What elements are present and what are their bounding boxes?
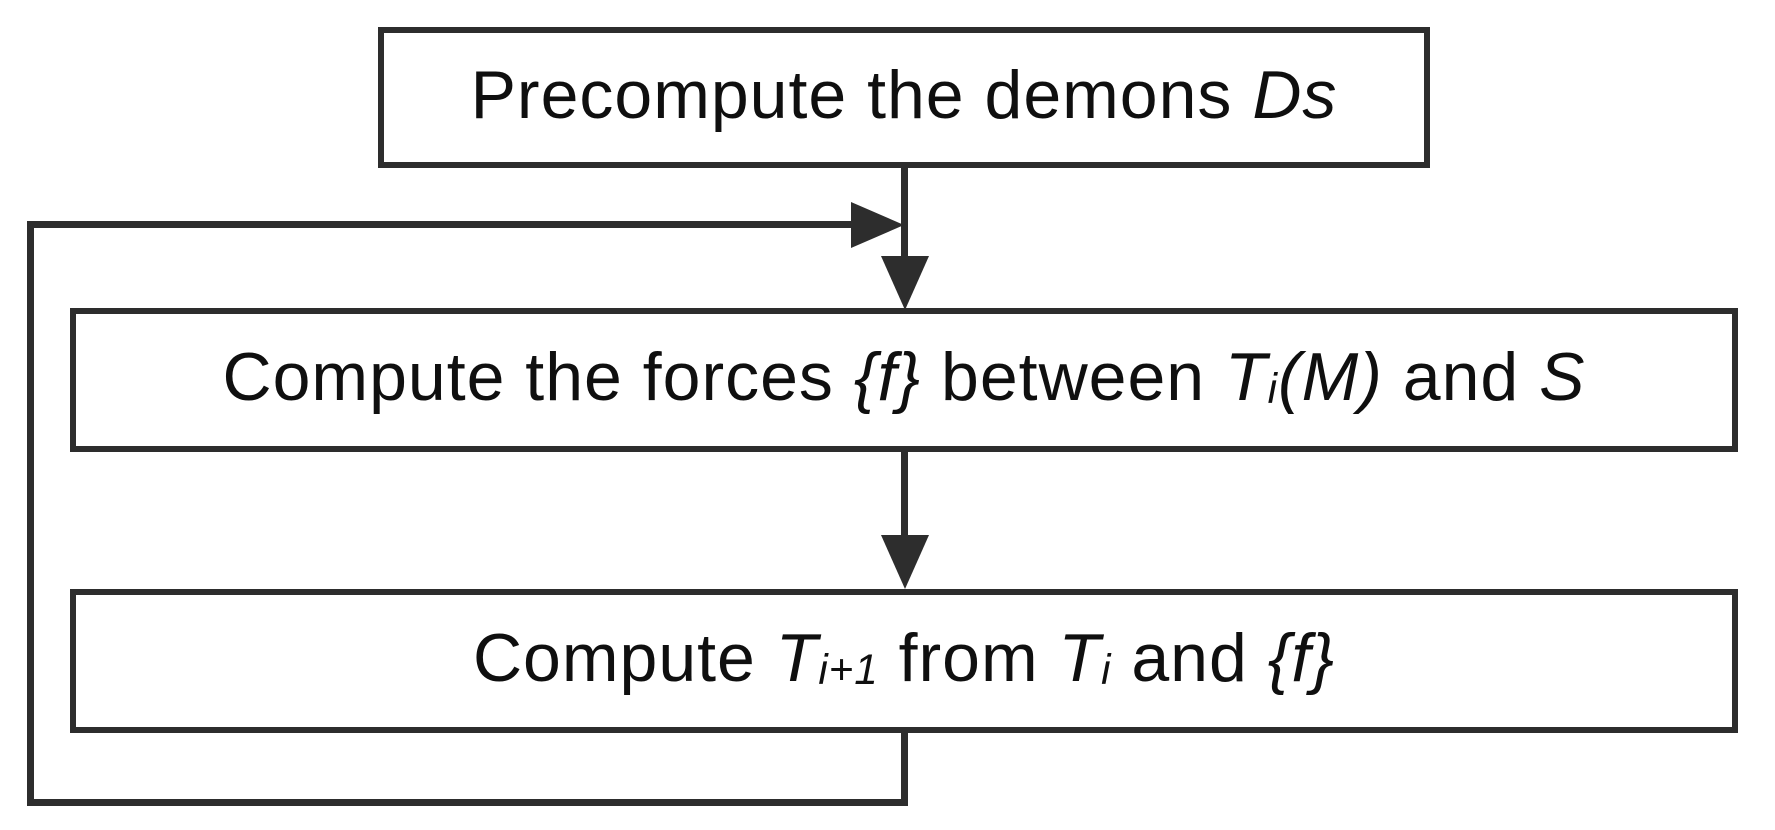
node-precompute-demons: Precompute the demons Ds: [378, 27, 1430, 168]
edge-precompute-to-forces-line: [901, 168, 908, 263]
loop-arrowhead-right-icon: [851, 202, 904, 248]
loop-right-line: [901, 733, 908, 806]
loop-top-line: [27, 221, 855, 228]
node-compute-transformation-label: Compute Ti+1 from Ti and {f}: [472, 620, 1336, 696]
node-compute-forces: Compute the forces {f} between Ti(M) and…: [70, 308, 1738, 452]
node-precompute-demons-label: Precompute the demons Ds: [470, 56, 1338, 133]
node-compute-transformation: Compute Ti+1 from Ti and {f}: [70, 589, 1738, 733]
arrowhead-down-icon: [881, 256, 929, 310]
node-compute-forces-label: Compute the forces {f} between Ti(M) and…: [222, 339, 1586, 415]
edge-forces-to-transformation-line: [901, 452, 908, 542]
loop-left-line: [27, 221, 34, 806]
arrowhead-down-icon: [881, 535, 929, 589]
loop-bottom-line: [27, 799, 908, 806]
